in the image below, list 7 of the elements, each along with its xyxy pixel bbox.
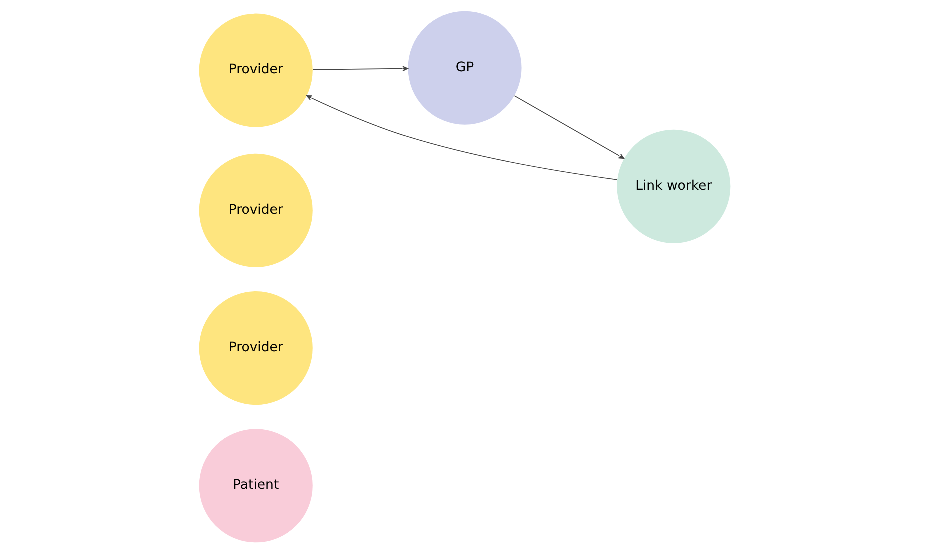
node-circle: GP: [408, 11, 522, 125]
node-circle: Patient: [199, 429, 313, 543]
arrow: [312, 66, 408, 72]
arrow: [514, 96, 625, 160]
node-circle: Provider: [199, 292, 313, 406]
node-circle: Provider: [199, 154, 313, 268]
arrow: [306, 96, 618, 180]
